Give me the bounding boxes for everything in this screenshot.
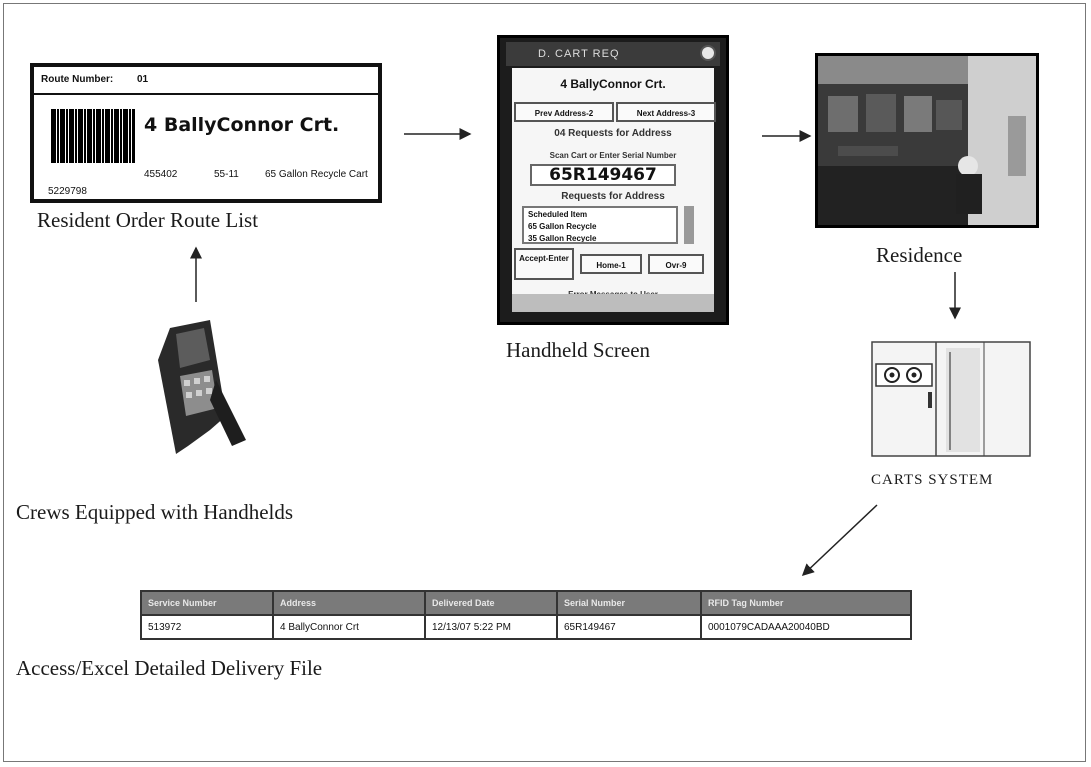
- handheld-taskbar: [512, 294, 714, 312]
- col-delivered-date: Delivered Date: [424, 590, 558, 616]
- route-id: 5229798: [48, 186, 87, 197]
- list-heading: Requests for Address: [561, 191, 665, 202]
- caption-residence: Residence: [876, 243, 963, 267]
- col-rfid-tag: RFID Tag Number: [700, 590, 912, 616]
- col-serial-number: Serial Number: [556, 590, 702, 616]
- route-code-1: 455402: [144, 169, 178, 180]
- accept-enter-button: Accept-Enter: [514, 248, 574, 280]
- route-code-3: 65 Gallon Recycle Cart: [265, 169, 368, 180]
- table-row: 513972 4 BallyConnor Crt 12/13/07 5:22 P…: [140, 614, 912, 640]
- list-item: 65 Gallon Recycle: [528, 222, 597, 231]
- next-address-button: Next Address-3: [616, 102, 716, 122]
- route-header: Route Number: 01: [34, 67, 378, 95]
- caption-route-list: Resident Order Route List: [37, 208, 259, 232]
- handheld-display: 4 BallyConnor Crt. Prev Address-2 Next A…: [512, 68, 716, 312]
- cell-delivered-date: 12/13/07 5:22 PM: [424, 614, 558, 640]
- col-address: Address: [272, 590, 426, 616]
- cell-serial-number: 65R149467: [556, 614, 702, 640]
- carts-system-picture: [871, 341, 1031, 457]
- cell-address: 4 BallyConnor Crt: [272, 614, 426, 640]
- handheld-title: D. CART REQ: [538, 48, 620, 60]
- override-button: Ovr-9: [648, 254, 704, 274]
- col-service-number: Service Number: [140, 590, 274, 616]
- route-number: 01: [137, 74, 149, 85]
- handheld-titlebar: D. CART REQ: [506, 42, 720, 66]
- route-code-2: 55-11: [214, 169, 239, 180]
- caption-delivery-file: Access/Excel Detailed Delivery File: [16, 656, 323, 680]
- cell-rfid-tag: 0001079CADAAA20040BD: [700, 614, 912, 640]
- cell-service-number: 513972: [140, 614, 274, 640]
- home-button: Home-1: [580, 254, 642, 274]
- close-icon: [700, 45, 716, 61]
- handheld-address: 4 BallyConnor Crt.: [560, 77, 666, 91]
- delivery-table: Service Number Address Delivered Date Se…: [140, 590, 912, 640]
- residence-picture: [818, 56, 1036, 225]
- table-header-row: Service Number Address Delivered Date Se…: [140, 590, 912, 616]
- caption-carts: CARTS SYSTEM: [871, 472, 994, 488]
- diagram-frame: [3, 3, 1086, 762]
- barcode-image: [51, 109, 135, 163]
- list-item: Scheduled Item: [528, 210, 588, 219]
- caption-crews: Crews Equipped with Handhelds: [16, 500, 294, 524]
- list-item: 35 Gallon Recycle: [528, 234, 597, 243]
- requests-heading: 04 Requests for Address: [554, 128, 672, 139]
- caption-handheld: Handheld Screen: [506, 338, 651, 362]
- residence-photo: [815, 53, 1039, 228]
- list-scrollbar: [684, 206, 694, 244]
- scan-prompt: Scan Cart or Enter Serial Number: [549, 151, 677, 160]
- request-list: Scheduled Item 65 Gallon Recycle 35 Gall…: [522, 206, 678, 244]
- route-number-label: Route Number:: [41, 74, 114, 85]
- route-order-card: Route Number: 01 4 BallyConnor Crt. 4554…: [30, 63, 382, 203]
- handheld-screen: D. CART REQ 4 BallyConnor Crt. Prev Addr…: [497, 35, 729, 325]
- serial-field: 65R149467: [530, 164, 676, 186]
- prev-address-button: Prev Address-2: [514, 102, 614, 122]
- handheld-device-picture: [158, 320, 246, 454]
- route-address: 4 BallyConnor Crt.: [144, 114, 340, 136]
